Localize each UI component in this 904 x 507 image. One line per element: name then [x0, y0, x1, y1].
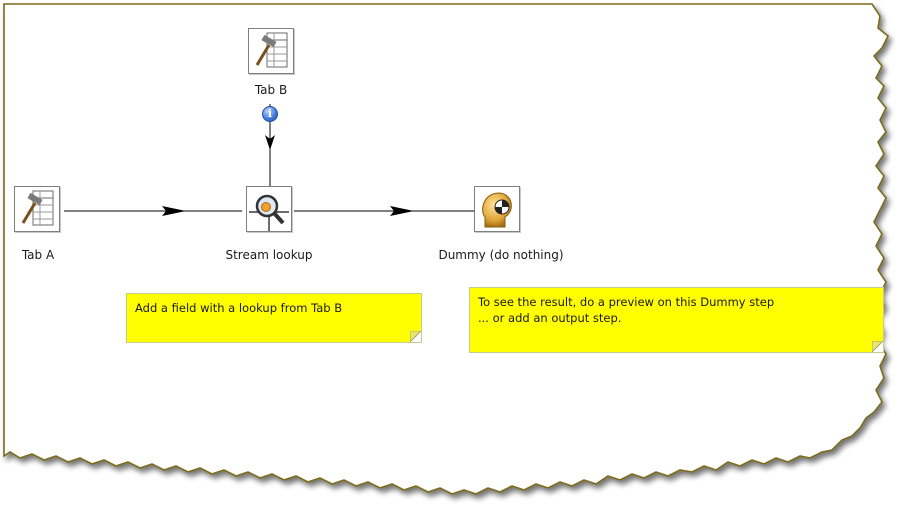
step-tab-b[interactable] [248, 28, 294, 74]
note-text: To see the result, do a preview on this … [478, 295, 775, 309]
data-grid-icon [21, 190, 54, 226]
note-lookup[interactable]: Add a field with a lookup from Tab B [126, 293, 422, 343]
info-icon[interactable]: i [262, 106, 278, 122]
note-text: Add a field with a lookup from Tab B [135, 301, 343, 315]
stream-lookup-icon [249, 194, 289, 231]
hop-arrow-icon [390, 206, 414, 216]
note-preview[interactable]: To see the result, do a preview on this … [469, 287, 884, 353]
step-label-tab-b: Tab B [254, 83, 288, 97]
hop-arrow-icon [162, 206, 186, 216]
step-tab-a[interactable] [14, 186, 60, 232]
step-stream-lookup[interactable] [246, 186, 292, 232]
step-dummy[interactable] [474, 186, 520, 232]
step-label-stream-lookup: Stream lookup [225, 248, 313, 262]
note-fold-corner [872, 341, 883, 352]
note-fold-corner [410, 331, 421, 342]
data-grid-icon [255, 32, 288, 68]
note-text: ... or add an output step. [478, 311, 622, 325]
step-label-dummy: Dummy (do nothing) [438, 248, 564, 262]
step-label-tab-a: Tab A [21, 248, 55, 262]
hop-arrow-icon [265, 135, 275, 150]
dummy-icon [482, 192, 512, 228]
